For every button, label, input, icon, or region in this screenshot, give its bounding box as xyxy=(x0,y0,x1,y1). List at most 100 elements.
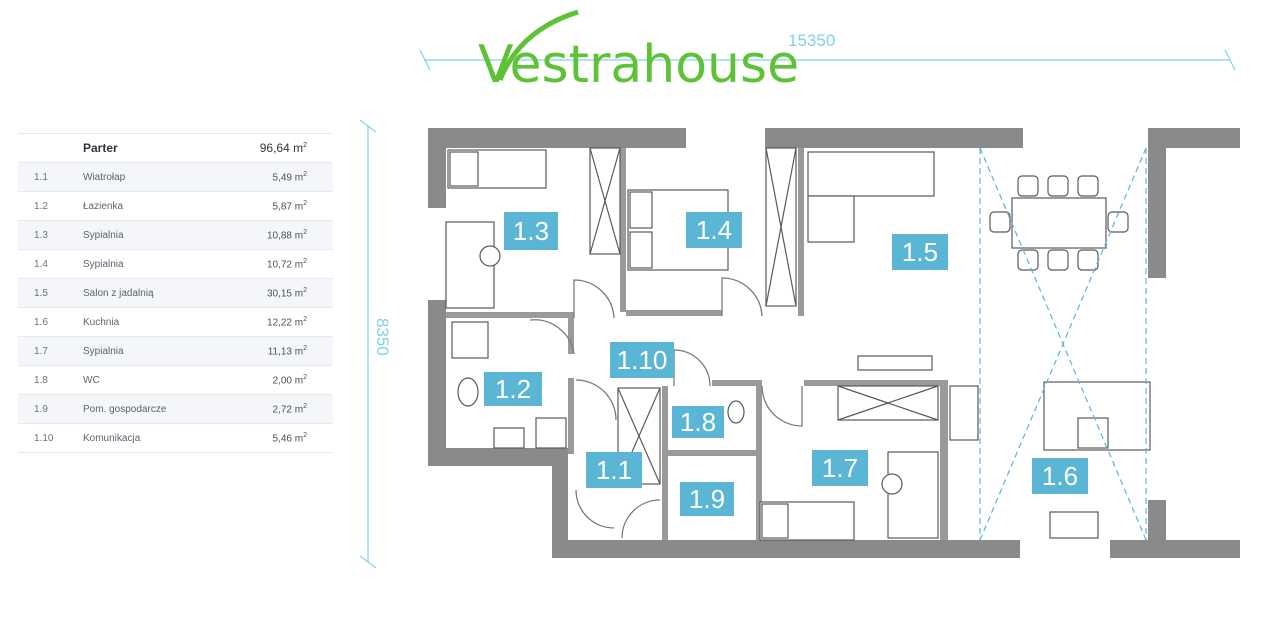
door-wc xyxy=(673,349,711,387)
dining-chair-5 xyxy=(1047,249,1069,271)
wall-top-mid xyxy=(765,128,1023,148)
room-label-text: 1.6 xyxy=(1042,461,1078,491)
wall-bed13-bed14 xyxy=(620,148,626,312)
room-area: 12,22 m2 xyxy=(243,307,333,337)
wall-entrance-step xyxy=(428,448,568,466)
door-bath xyxy=(529,319,575,355)
bed-room13-pillow xyxy=(449,151,479,187)
room-number: 1.9 xyxy=(18,394,83,424)
room-area-unit-sup: 2 xyxy=(303,228,307,236)
room-area-unit-sup: 2 xyxy=(303,373,307,381)
logo-swoosh xyxy=(497,9,579,81)
room-label-text: 1.3 xyxy=(513,216,549,246)
door-swings xyxy=(529,277,803,539)
room-label-box xyxy=(686,212,742,248)
room-label-1-2: 1.2 xyxy=(484,372,542,406)
room-label-text: 1.1 xyxy=(596,455,632,485)
wall-bed17-top xyxy=(804,380,944,386)
room-area-unit-sup: 2 xyxy=(303,170,307,178)
room-area-unit-sup: 2 xyxy=(303,431,307,439)
room-number: 1.5 xyxy=(18,278,83,308)
room-area: 11,13 m2 xyxy=(243,336,333,366)
room-area-value: 5,49 m xyxy=(272,172,304,184)
room-area-value: 11,13 m xyxy=(267,346,304,358)
ceiling-opening-marks xyxy=(979,147,1147,541)
dining-chair-3 xyxy=(1077,175,1099,197)
room-number: 1.6 xyxy=(18,307,83,337)
room-name: Komunikacja xyxy=(83,423,243,453)
room-name: Kuchnia xyxy=(83,307,243,337)
door-entrance-b xyxy=(621,499,661,539)
room-label-box xyxy=(1032,458,1088,494)
room-area-unit-sup: 2 xyxy=(303,315,307,323)
room-area: 5,49 m2 xyxy=(243,162,333,192)
width-dimension-label: 15350 xyxy=(788,31,835,50)
room-area: 5,46 m2 xyxy=(243,423,333,453)
interior-walls xyxy=(446,148,948,540)
chair-room13 xyxy=(479,245,501,267)
wall-utility-top xyxy=(664,450,756,456)
room-label-box xyxy=(610,342,674,378)
room-area: 10,72 m2 xyxy=(243,249,333,279)
room-name: Łazienka xyxy=(83,191,243,221)
door-entrance-a xyxy=(575,489,615,529)
room-label-box xyxy=(892,234,948,270)
room-label-1-1: 1.1 xyxy=(586,452,642,488)
wall-bed14-living xyxy=(798,148,804,316)
room-area-unit-sup: 2 xyxy=(303,257,307,265)
wall-bath-right-lower xyxy=(568,378,574,454)
room-number: 1.7 xyxy=(18,336,83,366)
room-area-value: 5,46 m xyxy=(272,433,304,445)
door-hall xyxy=(575,379,617,421)
room-name: Sypialnia xyxy=(83,336,243,366)
room-label-text: 1.4 xyxy=(696,215,732,245)
room-area: 30,15 m2 xyxy=(243,278,333,308)
room-label-1-10: 1.10 xyxy=(610,342,674,378)
room-label-text: 1.10 xyxy=(617,345,668,375)
room-name: Sypialnia xyxy=(83,220,243,250)
wall-left-lower xyxy=(428,300,446,466)
room-area-unit-sup: 2 xyxy=(303,199,307,207)
room-label-box xyxy=(504,212,558,250)
room-area-value: 2,72 m xyxy=(272,404,304,416)
wardrobe-room14-cross-b xyxy=(765,147,797,307)
sofa-corner xyxy=(807,195,855,243)
room-number: 1.1 xyxy=(18,162,83,192)
logo-wordmark: Vestrahouse xyxy=(478,35,799,95)
door-bed14 xyxy=(721,277,763,317)
toilet-wc-icon xyxy=(727,400,745,424)
room-label-1-7: 1.7 xyxy=(812,450,868,486)
room-label-box xyxy=(586,452,642,488)
wall-bottom-right xyxy=(1110,540,1240,558)
width-dimension-tick-left xyxy=(419,49,431,71)
room-area-value: 10,88 m xyxy=(266,230,304,242)
chair-room17 xyxy=(881,473,903,495)
room-label-1-4: 1.4 xyxy=(686,212,742,248)
dimension-lines xyxy=(359,49,1236,569)
room-label-box xyxy=(812,450,868,486)
wall-top-right xyxy=(1148,128,1240,148)
room-area-value: 2,00 m xyxy=(272,375,304,387)
header-area: 96,64 m2 xyxy=(243,133,333,163)
room-name: Pom. gospodarcze xyxy=(83,394,243,424)
room-number: 1.3 xyxy=(18,220,83,250)
dining-chair-2 xyxy=(1047,175,1069,197)
header-no xyxy=(18,133,83,163)
depth-dimension-tick-top xyxy=(359,119,377,133)
wall-wind-utility xyxy=(662,386,668,540)
room-name: Salon z jadalnią xyxy=(83,278,243,308)
shower-tray xyxy=(451,321,489,359)
room-label-box xyxy=(484,372,542,406)
dining-chair-7 xyxy=(989,211,1011,233)
wall-entrance-side xyxy=(552,448,568,558)
room-area-unit-sup: 2 xyxy=(303,286,307,294)
room-area: 5,87 m2 xyxy=(243,191,333,221)
tv-unit xyxy=(857,355,933,371)
